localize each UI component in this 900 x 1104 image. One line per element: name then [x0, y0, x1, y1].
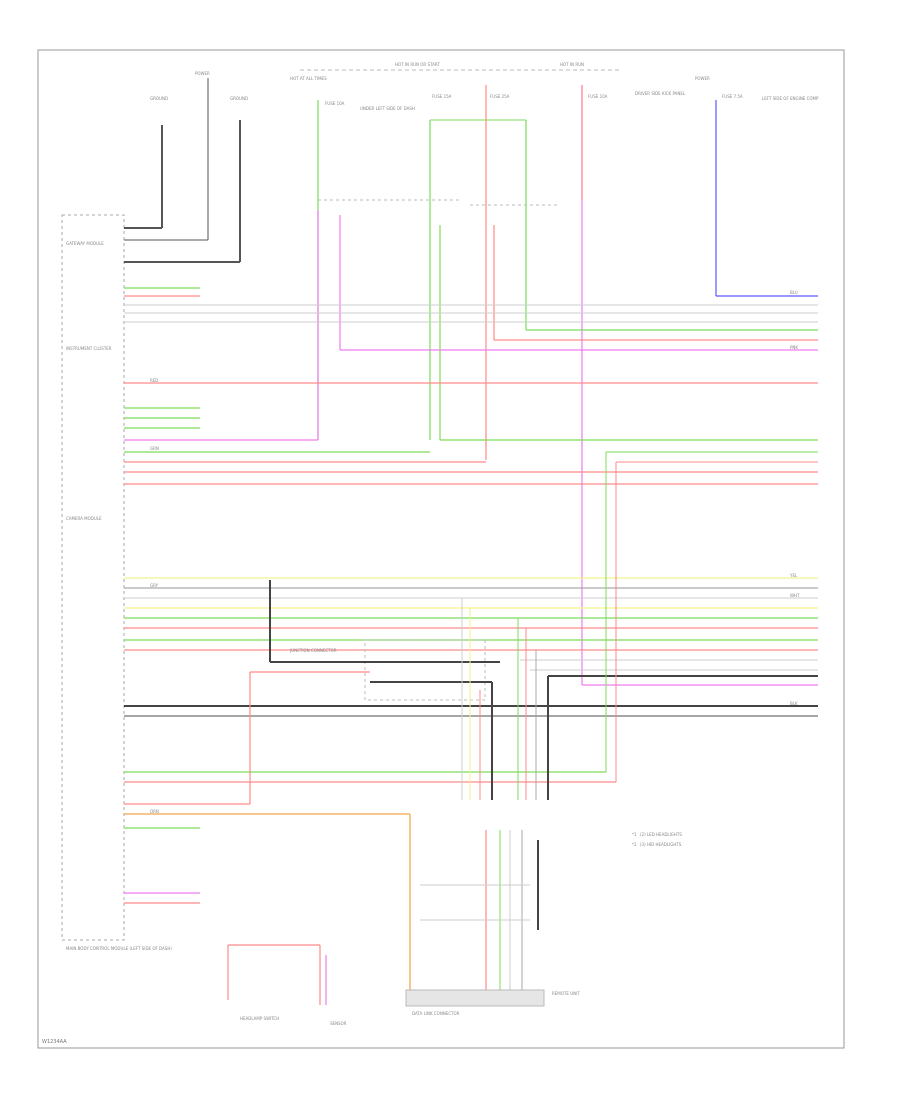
fuse-area: HOT AT ALL TIMES HOT IN RUN OR START HOT… — [290, 62, 819, 111]
sensor-label: SENSOR — [330, 1021, 347, 1026]
legend-mark-2: *2 — [632, 842, 637, 847]
legend-text-2: (3) HID HEADLIGHTS — [640, 842, 682, 847]
camera-label: CAMERA MODULE — [66, 516, 102, 521]
bottom-connector: DATA LINK CONNECTOR REMOTE UNIT — [405, 814, 580, 1016]
wire-code-i: GRY — [150, 583, 159, 588]
headlamp-label: HEADLAMP SWITCH — [240, 1016, 279, 1021]
legend-mark-1: *1 — [632, 832, 637, 837]
cluster-label: INSTRUMENT CLUSTER — [66, 346, 112, 351]
diagram-frame — [37, 49, 845, 1049]
legend-text-1: (2) LED HEADLIGHTS — [640, 832, 682, 837]
vertical-feeds — [317, 85, 818, 685]
fuse-3-label: FUSE 25A — [490, 94, 510, 99]
power-b-label: POWER — [695, 76, 710, 81]
hot-run-label: HOT IN RUN — [560, 62, 584, 67]
connector-bottom-label: DATA LINK CONNECTOR — [412, 1011, 460, 1016]
legend: *1 (2) LED HEADLIGHTS *2 (3) HID HEADLIG… — [632, 832, 682, 847]
note-b-label: DRIVER SIDE KICK PANEL — [635, 91, 686, 96]
note-a-label: UNDER LEFT SIDE OF DASH — [360, 106, 415, 111]
main-module-outline — [61, 214, 125, 941]
ground-wires: GROUND POWER GROUND — [124, 71, 248, 263]
gateway-label: GATEWAY MODULE — [66, 241, 104, 246]
wire-code-a: RED — [150, 378, 158, 383]
remote-label: REMOTE UNIT — [552, 991, 580, 996]
wire-code-e: YEL — [789, 573, 798, 578]
junction-label: JUNCTION CONNECTOR — [289, 648, 337, 653]
wire-code-b: GRN — [150, 446, 159, 451]
fuse-1-label: FUSE 10A — [325, 101, 345, 106]
note-c-label: LEFT SIDE OF ENGINE COMP — [762, 96, 819, 101]
wire-code-d: PNK — [790, 345, 798, 350]
lower-left-devices: HEADLAMP SWITCH SENSOR — [227, 944, 347, 1026]
fuse-4-label: FUSE 10A — [588, 94, 608, 99]
wire-code-f: BLK — [790, 701, 798, 706]
hot-run-start-label: HOT IN RUN OR START — [395, 62, 440, 67]
fuse-2-label: FUSE 15A — [432, 94, 452, 99]
power-a-label: POWER — [195, 71, 210, 76]
harness-lines — [124, 287, 818, 904]
footer-code: W1234AA — [42, 1039, 67, 1045]
wire-code-c: BLU — [790, 290, 798, 295]
ground-a-label: GROUND — [150, 96, 168, 101]
junction-connector: JUNCTION CONNECTOR — [249, 580, 549, 804]
wire-code-g: WHT — [790, 593, 800, 598]
fuse-5-label: FUSE 7.5A — [722, 94, 743, 99]
wire-color-codes: RED GRN BLU PNK YEL BLK WHT ORN GRY — [150, 290, 800, 814]
main-module-label: MAIN BODY CONTROL MODULE (LEFT SIDE OF D… — [66, 946, 172, 951]
ground-b-label: GROUND — [230, 96, 248, 101]
wire-code-h: ORN — [150, 809, 159, 814]
hot-at-all-times-label: HOT AT ALL TIMES — [290, 76, 327, 81]
